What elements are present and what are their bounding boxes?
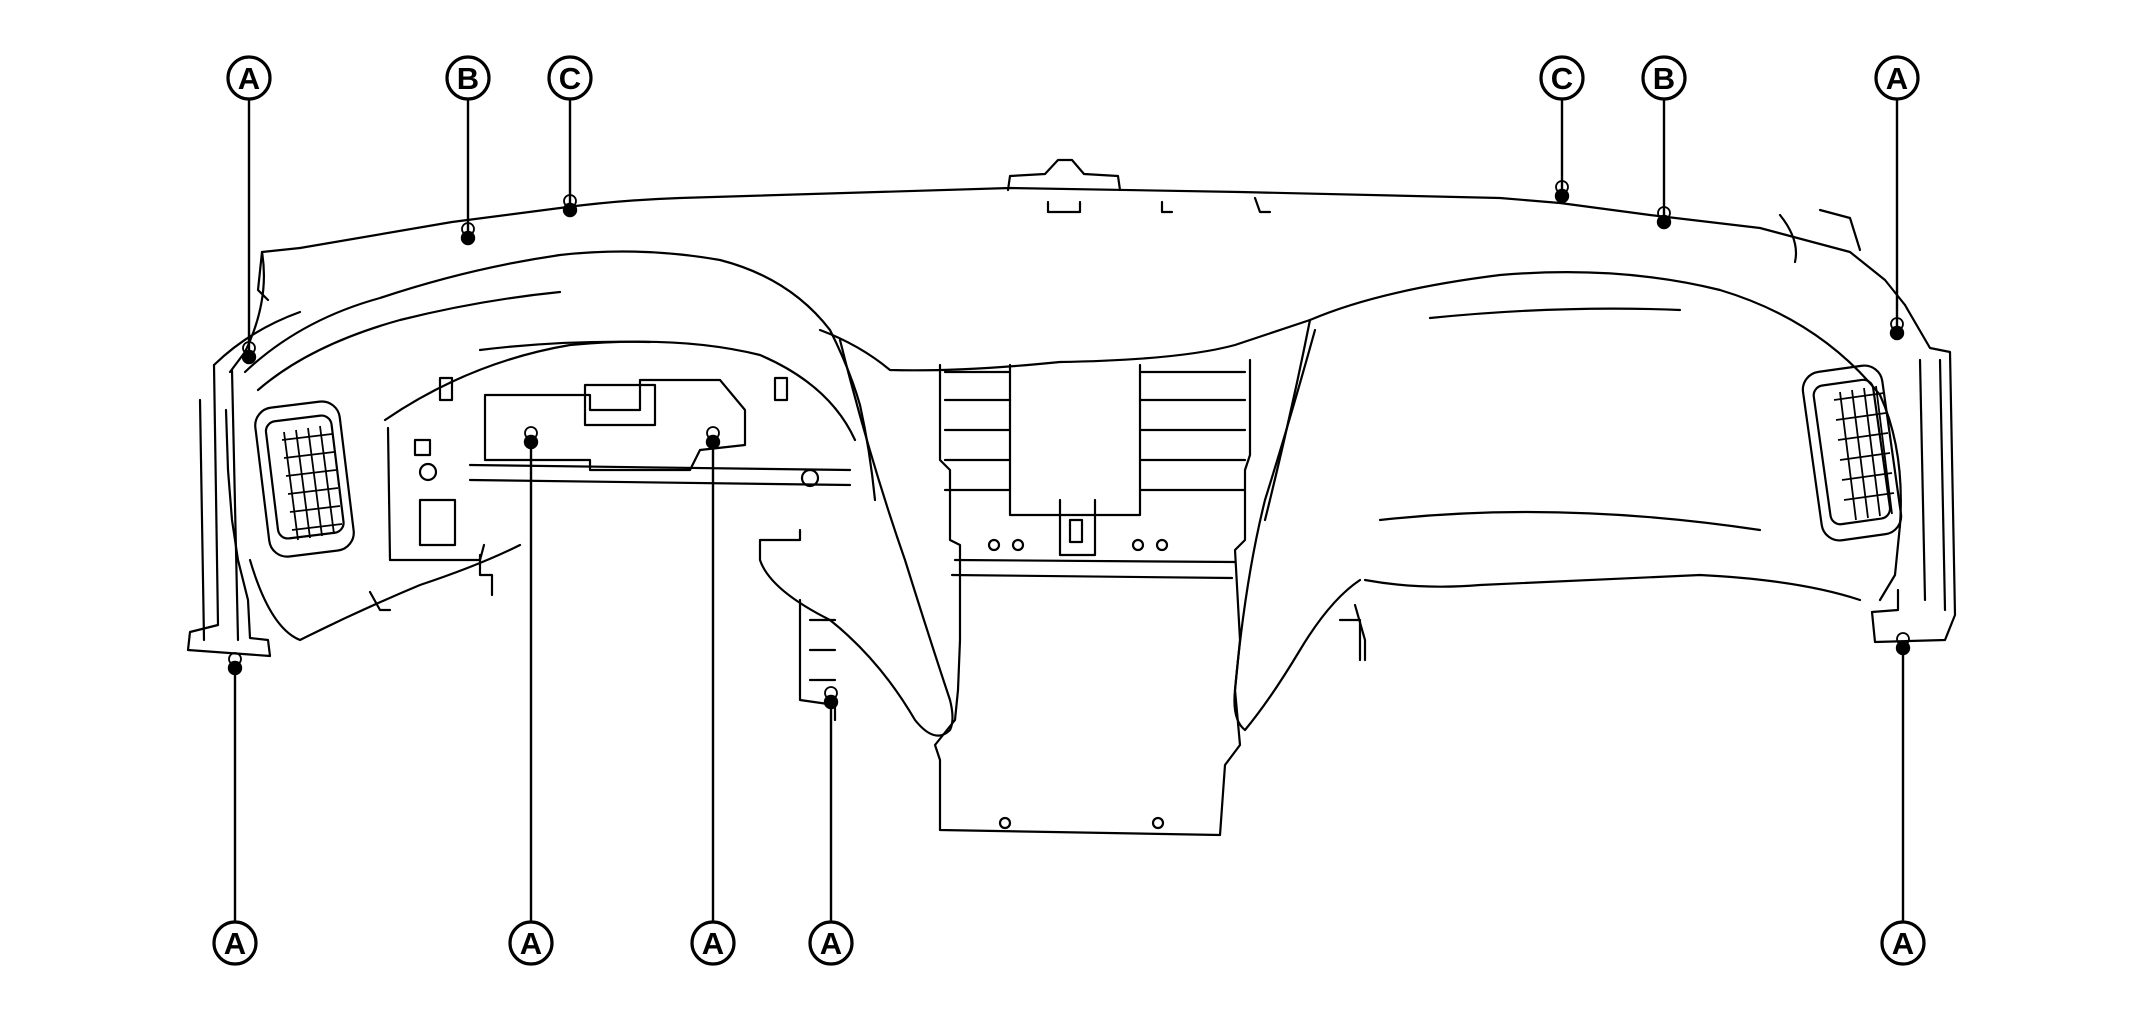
callout-a-top-right: A	[1874, 55, 1920, 101]
callout-a-bottom-2: A	[508, 920, 554, 966]
callout-a-bottom-5: A	[1880, 920, 1926, 966]
callout-circle	[226, 55, 272, 101]
fastener-ring-c-top-right	[1555, 180, 1569, 194]
fastener-ring-a-bottom-5	[1896, 632, 1910, 646]
callout-b-top-right: B	[1641, 55, 1687, 101]
fastener-ring-a-bottom-2	[524, 426, 538, 440]
fastener-ring-b-top-right	[1657, 206, 1671, 220]
callout-letter: B	[1653, 61, 1675, 96]
callout-circle	[690, 920, 736, 966]
callout-circle	[1880, 920, 1926, 966]
callout-letter: A	[224, 926, 246, 961]
callout-circle	[445, 55, 491, 101]
callout-letter: A	[520, 926, 542, 961]
fastener-ring-a-top-right	[1890, 317, 1904, 331]
callout-letter: C	[559, 61, 581, 96]
callout-a-bottom-3: A	[690, 920, 736, 966]
callout-circle	[1874, 55, 1920, 101]
callout-letter: A	[1886, 61, 1908, 96]
callout-letter: C	[1551, 61, 1573, 96]
fastener-ring-a-bottom-3	[706, 426, 720, 440]
callout-a-bottom-4: A	[808, 920, 854, 966]
callout-c-top-left: C	[547, 55, 593, 101]
left-vent-grille	[281, 425, 343, 541]
fastener-ring-a-top-left	[242, 341, 256, 355]
callout-c-top-right: C	[1539, 55, 1585, 101]
fastener-ring-a-bottom-1	[228, 652, 242, 666]
instrument-panel-outline	[186, 158, 1957, 837]
fastener-ring-c-top-left	[563, 194, 577, 208]
callout-letter: A	[820, 926, 842, 961]
callout-b-top-left: B	[445, 55, 491, 101]
callout-circle	[808, 920, 854, 966]
callout-circle	[547, 55, 593, 101]
fastener-ring-a-bottom-4	[824, 686, 838, 700]
callout-circle	[212, 920, 258, 966]
callout-circle	[1539, 55, 1585, 101]
callout-a-bottom-1: A	[212, 920, 258, 966]
right-vent-grille	[1833, 385, 1895, 521]
callout-letter: A	[1892, 926, 1914, 961]
callout-letter: A	[238, 61, 260, 96]
callout-a-top-left: A	[226, 55, 272, 101]
callout-letter: A	[702, 926, 724, 961]
callout-circle	[1641, 55, 1687, 101]
callout-leaders	[227, 99, 1911, 922]
fastener-ring-b-top-left	[461, 222, 475, 236]
callout-circle	[508, 920, 554, 966]
callout-letter: B	[457, 61, 479, 96]
callout-labels: A B C C B A A A A A A	[212, 55, 1926, 966]
